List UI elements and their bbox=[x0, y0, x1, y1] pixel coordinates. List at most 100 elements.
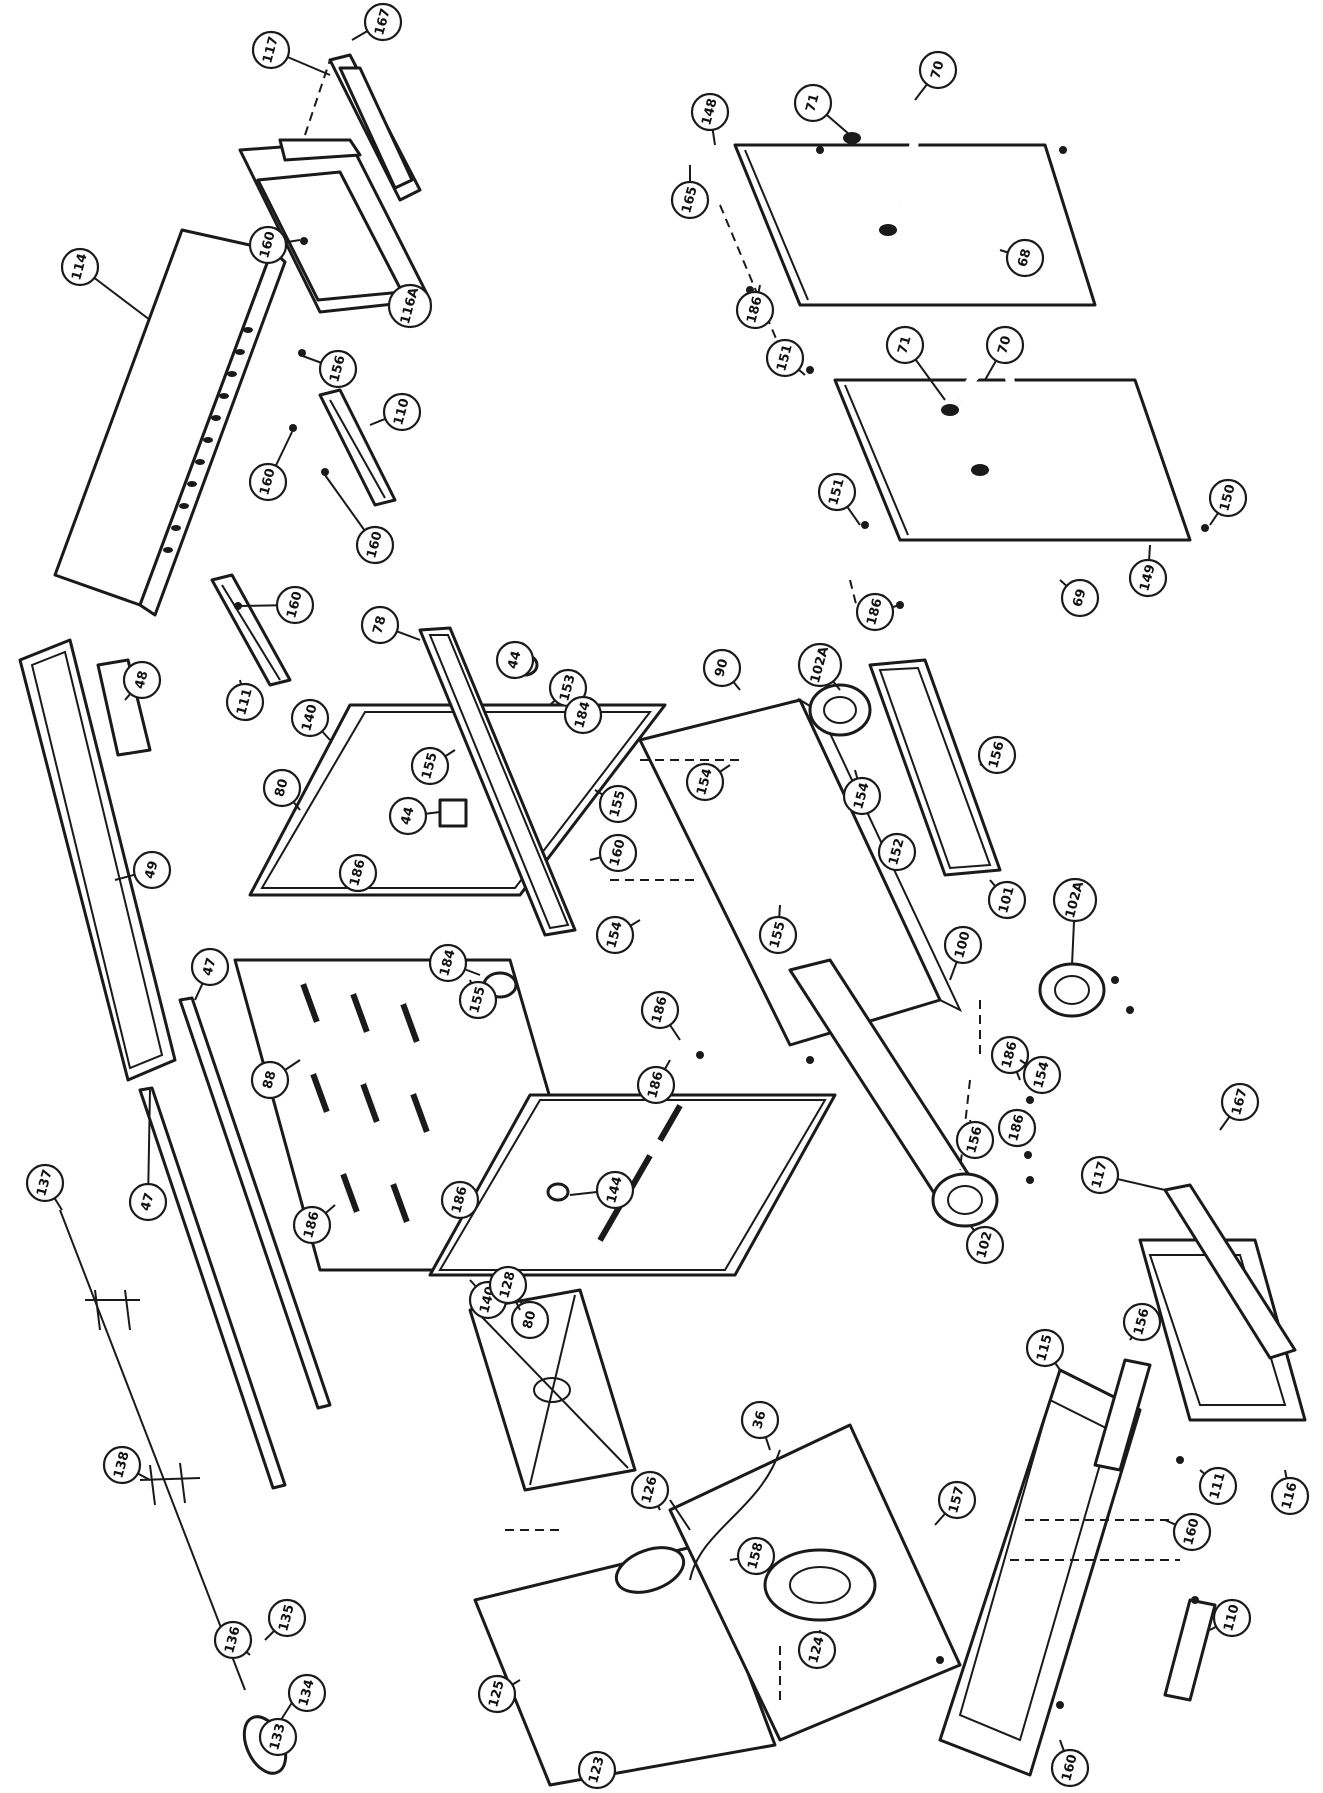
callout-111: 111 bbox=[1198, 1466, 1238, 1506]
rail-47-a bbox=[178, 996, 332, 1410]
callout-circle bbox=[955, 1120, 995, 1160]
callout-label: 186 bbox=[449, 1185, 471, 1215]
callout-circle bbox=[793, 83, 833, 123]
callout-186: 186 bbox=[855, 592, 901, 632]
callout-label: 71 bbox=[895, 334, 914, 355]
callout-label: 160 bbox=[284, 590, 306, 620]
callout-label: 88 bbox=[260, 1069, 279, 1090]
callout-149: 149 bbox=[1128, 544, 1168, 598]
callout-label: 47 bbox=[138, 1191, 157, 1212]
callout-circle bbox=[690, 92, 730, 132]
callout-label: 69 bbox=[1070, 587, 1089, 608]
callout-label: 156 bbox=[964, 1125, 986, 1155]
callout-157: 157 bbox=[934, 1480, 977, 1526]
callout-circle bbox=[842, 776, 882, 816]
callout-128: 128 bbox=[488, 1265, 528, 1311]
callout-circle bbox=[630, 1470, 670, 1510]
callout-154: 154 bbox=[685, 762, 731, 802]
callout-186: 186 bbox=[997, 1108, 1037, 1148]
callout-102A: 102A bbox=[1052, 877, 1098, 966]
callout-circle bbox=[736, 1536, 776, 1576]
callout-circle bbox=[458, 980, 498, 1020]
callout-circle bbox=[190, 947, 230, 987]
callout-155: 155 bbox=[458, 979, 498, 1020]
callout-circle bbox=[685, 762, 725, 802]
callout-label: 135 bbox=[276, 1603, 298, 1633]
callout-circle bbox=[387, 283, 433, 329]
callout-137: 137 bbox=[25, 1163, 65, 1211]
callout-116: 116 bbox=[1270, 1469, 1310, 1516]
callout-71: 71 bbox=[793, 83, 851, 136]
callout-label: 155 bbox=[467, 985, 489, 1015]
callout-circle bbox=[355, 525, 395, 565]
callout-label: 149 bbox=[1137, 563, 1159, 593]
callout-114: 114 bbox=[60, 247, 151, 321]
callout-label: 186 bbox=[301, 1210, 323, 1240]
callout-circle bbox=[262, 768, 302, 808]
callout-circle bbox=[388, 796, 428, 836]
callout-label: 117 bbox=[1089, 1160, 1111, 1190]
callout-circle bbox=[1052, 877, 1098, 923]
callout-label: 144 bbox=[604, 1175, 626, 1205]
callout-label: 165 bbox=[679, 185, 701, 215]
callout-circle bbox=[363, 2, 403, 42]
callout-circle bbox=[598, 833, 638, 873]
callout-circle bbox=[765, 338, 805, 378]
caster-102A-bottom bbox=[1038, 962, 1106, 1018]
burner-126 bbox=[614, 1499, 691, 1594]
callout-circle bbox=[987, 880, 1027, 920]
callout-135: 135 bbox=[264, 1598, 307, 1641]
callout-circle bbox=[918, 50, 958, 90]
callout-165: 165 bbox=[670, 165, 710, 220]
callout-80: 80 bbox=[510, 1289, 550, 1340]
callout-circle bbox=[440, 1180, 480, 1220]
callout-label: 124 bbox=[806, 1635, 828, 1665]
callout-circle bbox=[885, 325, 925, 365]
callout-label: 48 bbox=[132, 669, 151, 690]
callout-label: 133 bbox=[267, 1722, 289, 1752]
callout-circle bbox=[477, 1674, 517, 1714]
callout-71: 71 bbox=[885, 325, 946, 401]
callout-44: 44 bbox=[388, 796, 441, 836]
bracket-110-bottom bbox=[1163, 1598, 1217, 1702]
burner-plate-124 bbox=[668, 1423, 962, 1742]
callout-label: 68 bbox=[1015, 247, 1034, 268]
callout-186: 186 bbox=[640, 990, 681, 1041]
callout-circle bbox=[702, 648, 742, 688]
callout-117: 117 bbox=[1080, 1155, 1166, 1195]
callout-circle bbox=[577, 1750, 617, 1790]
callout-circle bbox=[1005, 238, 1045, 278]
callout-circle bbox=[382, 392, 422, 432]
callout-160: 160 bbox=[324, 474, 395, 565]
callout-circle bbox=[563, 695, 603, 735]
callout-152: 152 bbox=[877, 832, 917, 872]
callout-70: 70 bbox=[914, 50, 958, 101]
callout-circle bbox=[290, 698, 330, 738]
callout-160: 160 bbox=[1164, 1512, 1212, 1552]
callout-label: 116 bbox=[1279, 1481, 1301, 1511]
callout-186: 186 bbox=[338, 853, 378, 893]
callout-label: 154 bbox=[851, 781, 873, 811]
callout-label: 154 bbox=[604, 920, 626, 950]
callout-label: 158 bbox=[745, 1541, 767, 1571]
callout-circle bbox=[1212, 1598, 1252, 1638]
callout-label: 154 bbox=[1031, 1060, 1053, 1090]
callout-circle bbox=[292, 1205, 332, 1245]
callout-label: 160 bbox=[257, 467, 279, 497]
callout-circle bbox=[428, 943, 468, 983]
callout-circle bbox=[943, 925, 983, 965]
callout-label: 154 bbox=[694, 767, 716, 797]
callout-circle bbox=[410, 746, 450, 786]
callout-circle bbox=[1060, 578, 1100, 618]
callout-circle bbox=[25, 1163, 65, 1203]
burner-grate-128 bbox=[468, 1288, 637, 1492]
callout-circle bbox=[1128, 558, 1168, 598]
callout-circle bbox=[1270, 1476, 1310, 1516]
callout-label: 137 bbox=[34, 1168, 56, 1198]
callout-label: 70 bbox=[995, 334, 1014, 355]
callout-circle bbox=[740, 1400, 780, 1440]
callout-circle bbox=[251, 30, 291, 70]
fitting-144 bbox=[546, 1182, 570, 1202]
ignitor-wire-36 bbox=[689, 1449, 781, 1581]
callout-label: 140 bbox=[299, 703, 321, 733]
